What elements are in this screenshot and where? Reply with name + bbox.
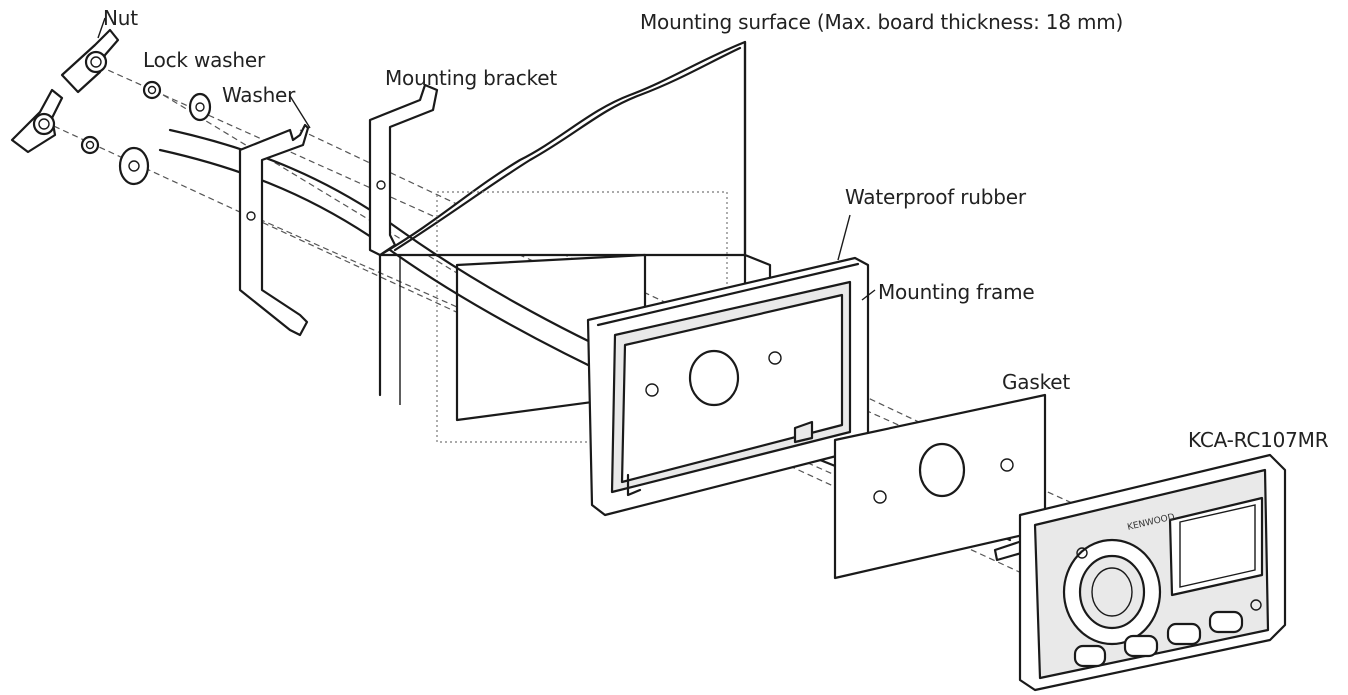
label-waterproof-rubber: Waterproof rubber xyxy=(845,185,1026,209)
label-model: KCA-RC107MR xyxy=(1188,428,1329,452)
mounting-frame xyxy=(586,256,870,517)
label-nut: Nut xyxy=(103,6,138,30)
label-mounting-bracket: Mounting bracket xyxy=(385,66,557,90)
label-mounting-frame: Mounting frame xyxy=(878,280,1035,304)
lock-washers xyxy=(80,80,162,155)
label-gasket: Gasket xyxy=(1002,370,1070,394)
mounting-bracket-right xyxy=(368,83,439,257)
label-mounting-surface: Mounting surface (Max. board thickness: … xyxy=(640,10,1124,34)
wing-nut-upper xyxy=(60,28,120,94)
remote-control-unit: KENWOOD xyxy=(1018,453,1287,692)
mounting-bracket-left xyxy=(238,123,310,337)
wing-nut-lower xyxy=(10,88,64,154)
label-washer: Washer xyxy=(222,83,296,107)
washers xyxy=(118,92,212,186)
leader-lines xyxy=(97,17,876,301)
label-lock-washer: Lock washer xyxy=(143,48,265,72)
